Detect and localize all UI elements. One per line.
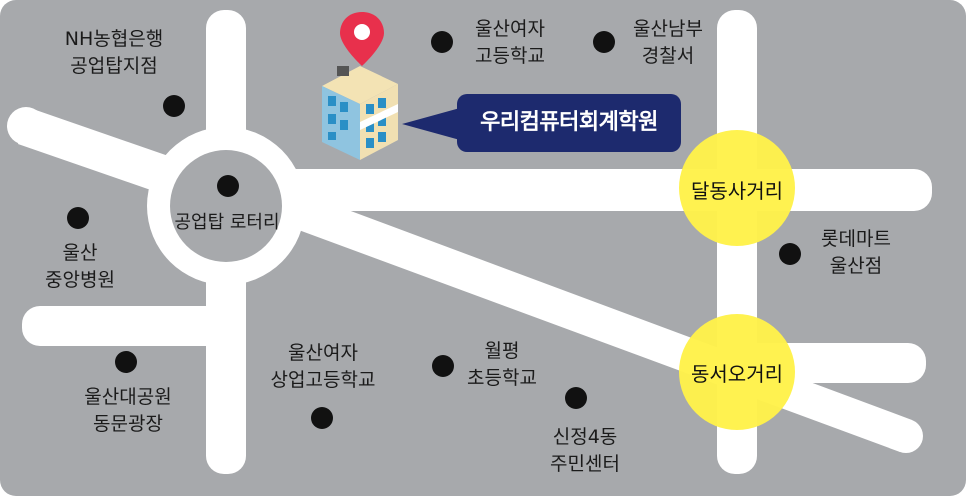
label-lotte-mart: 롯데마트 울산점 [806,226,906,280]
road-horizontal-south-west [22,306,232,346]
label-elementary: 월평 초등학교 [452,338,552,392]
academy-pointer [402,108,460,140]
map-pin-icon [340,12,384,66]
dalldong-label: 달동사거리 [691,179,783,203]
police-line1: 울산남부 [633,18,703,40]
elementary-line1: 월평 [484,340,520,362]
dot-rotary [217,175,239,197]
commercial-high-line2: 상업고등학교 [270,369,376,391]
girls-high-line1: 울산여자 [475,18,545,40]
dot-hospital [67,207,89,229]
commercial-high-line1: 울산여자 [288,342,358,364]
dalldong-highlight [679,130,795,246]
label-police: 울산남부 경찰서 [618,16,718,70]
label-hospital: 울산 중앙병원 [30,240,130,294]
dongseo-label: 동서오거리 [691,362,783,386]
dongseo-highlight [679,314,795,430]
lotte-mart-line2: 울산점 [829,255,883,277]
dot-elementary [432,355,454,377]
rotary-island [170,150,282,262]
dot-nh-bank [163,95,185,117]
dot-girls-high [431,31,453,53]
dot-park [115,351,137,373]
building-icon [322,66,398,160]
dot-police [593,31,615,53]
nh-bank-line1: NH농협은행 [64,28,164,50]
label-nh-bank: NH농협은행 공업탑지점 [52,26,176,80]
dot-commercial-high [311,407,333,429]
road-diagonal-northwest [18,108,180,196]
road-horizontal-north [232,169,932,211]
label-community-center: 신정4동 주민센터 [530,424,640,478]
park-line1: 울산대공원 [84,386,172,408]
landmark-dots [67,31,801,429]
police-line2: 경찰서 [641,45,695,67]
lotte-mart-line1: 롯데마트 [821,228,891,250]
label-girls-high: 울산여자 고등학교 [460,16,560,70]
park-line2: 동문광장 [93,413,163,435]
dot-lotte-mart [779,243,801,265]
girls-high-line2: 고등학교 [475,45,545,67]
label-commercial-high: 울산여자 상업고등학교 [256,340,390,394]
nh-bank-line2: 공업탑지점 [70,55,158,77]
elementary-line2: 초등학교 [467,367,537,389]
community-center-line2: 주민센터 [550,453,620,475]
rotary-label: 공업탑 로터리 [174,212,280,233]
academy-name: 우리컴퓨터회계학원 [457,94,681,152]
hospital-line1: 울산 [62,242,98,264]
community-center-line1: 신정4동 [552,426,618,448]
dot-community-center [565,387,587,409]
hospital-line2: 중앙병원 [45,269,115,291]
label-park: 울산대공원 동문광장 [66,384,190,438]
